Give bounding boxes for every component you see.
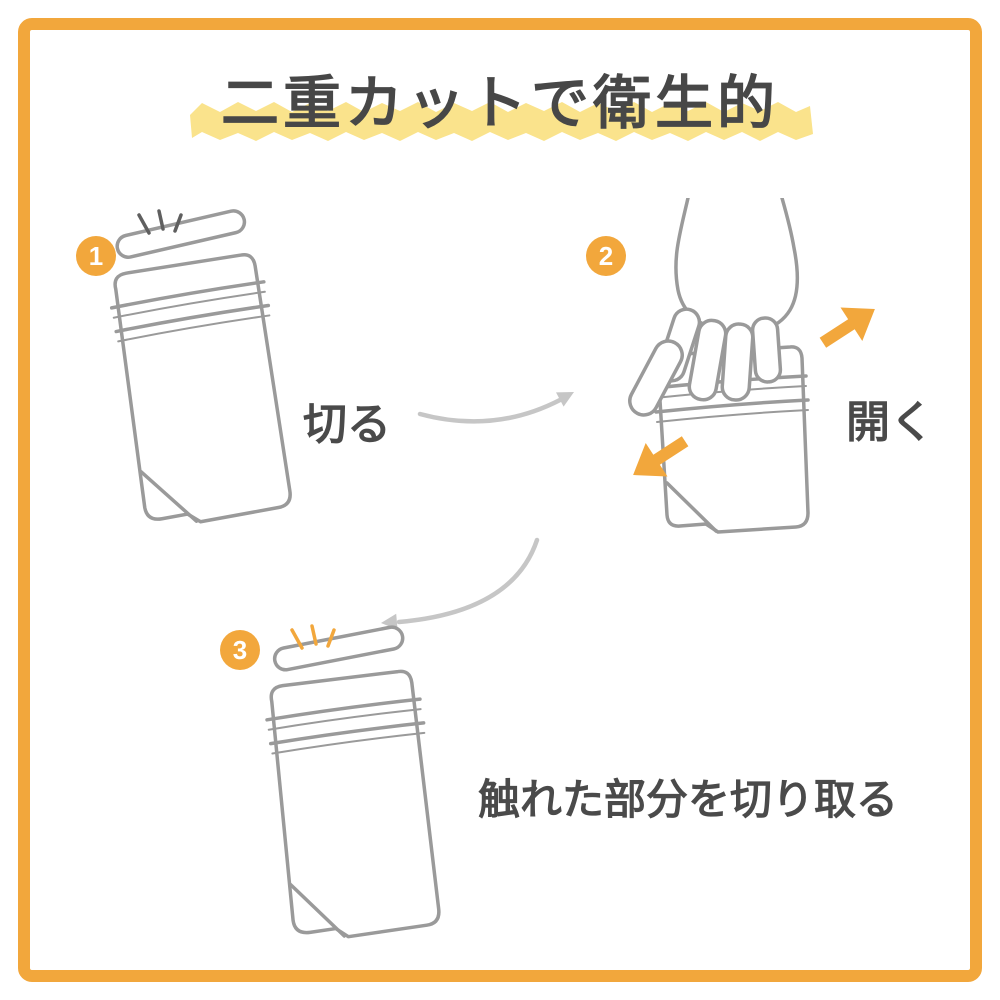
step-1-label: 切る	[303, 400, 391, 449]
step-2-number: 2	[598, 240, 614, 271]
step-1-number: 1	[88, 240, 104, 271]
pouch-cut-illustration	[101, 205, 294, 531]
step-2-badge: 2	[586, 236, 626, 276]
hand-icon	[628, 198, 800, 417]
thick-arrow-up-right-icon	[819, 307, 875, 348]
thick-arrow-down-left-icon	[633, 436, 689, 477]
page-title: 二重カットで衛生的	[220, 71, 779, 136]
hand-opening-pouch-illustration	[628, 198, 875, 534]
step-2-label: 開く	[846, 398, 934, 447]
step-3-label: 触れた部分を切り取る	[478, 776, 899, 823]
step-3-number: 3	[232, 634, 248, 665]
pouch-trim-illustration	[259, 622, 442, 944]
step-3-badge: 3	[220, 630, 260, 670]
title-highlight-scribble	[190, 102, 813, 141]
cut-sparkle-icon	[137, 209, 183, 235]
step-1-badge: 1	[76, 236, 116, 276]
cut-sparkle-icon	[290, 624, 336, 650]
curved-arrow-right-icon	[417, 392, 574, 424]
